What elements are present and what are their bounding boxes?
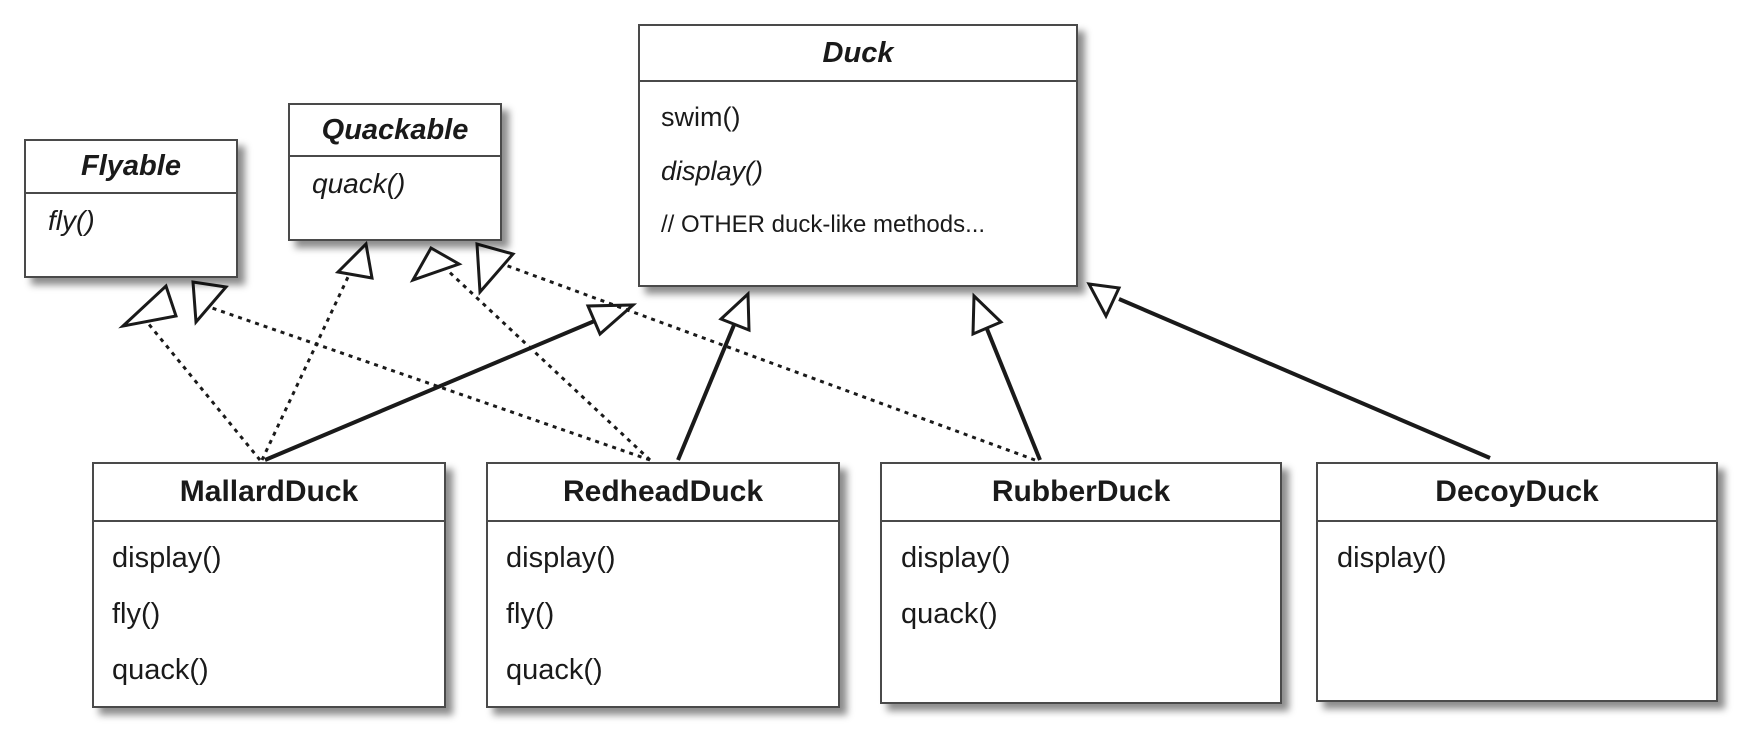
decoy-duck-class-box: DecoyDuck display() xyxy=(1316,462,1718,702)
realization-redhead-to-flyable xyxy=(191,280,651,462)
inheritance-rubber-to-duck xyxy=(971,292,1042,461)
inheritance-decoy-to-duck xyxy=(1086,282,1491,460)
redhead-duck-class-name: RedheadDuck xyxy=(488,464,838,522)
redhead-duck-methods: display() fly() quack() xyxy=(488,522,838,698)
rubber-duck-class-name: RubberDuck xyxy=(882,464,1280,522)
method-fly: fly() xyxy=(48,205,95,236)
method-display: display() xyxy=(661,156,764,186)
method-swim: swim() xyxy=(661,102,741,132)
flyable-methods: fly() xyxy=(26,194,236,244)
decoy-duck-methods: display() xyxy=(1318,522,1716,586)
realization-mallard-to-quackable xyxy=(260,240,374,461)
method-fly: fly() xyxy=(506,598,555,630)
mallard-duck-class-box: MallardDuck display() fly() quack() xyxy=(92,462,446,708)
quackable-methods: quack() xyxy=(290,157,500,207)
rubber-duck-class-box: RubberDuck display() quack() xyxy=(880,462,1282,704)
mallard-duck-class-name: MallardDuck xyxy=(94,464,444,522)
realization-redhead-to-quackable xyxy=(409,245,652,462)
decoy-duck-class-name: DecoyDuck xyxy=(1318,464,1716,522)
method-quack: quack() xyxy=(506,654,603,686)
duck-class-box: Duck swim() display() // OTHER duck-like… xyxy=(638,24,1078,287)
mallard-duck-methods: display() fly() quack() xyxy=(94,522,444,698)
method-fly: fly() xyxy=(112,598,161,630)
method-quack: quack() xyxy=(901,598,998,630)
inheritance-redhead-to-duck xyxy=(676,290,751,461)
method-display: display() xyxy=(506,542,616,574)
realization-mallard-to-flyable xyxy=(118,283,262,461)
inheritance-mallard-to-duck xyxy=(264,303,638,462)
method-display: display() xyxy=(901,542,1011,574)
duck-methods: swim() display() // OTHER duck-like meth… xyxy=(640,82,1076,252)
method-display: display() xyxy=(1337,542,1447,574)
method-quack: quack() xyxy=(312,168,406,199)
comment-other-methods: // OTHER duck-like methods... xyxy=(661,211,986,238)
rubber-duck-methods: display() quack() xyxy=(882,522,1280,642)
realization-rubber-to-quackable xyxy=(475,241,1036,462)
quackable-class-name: Quackable xyxy=(290,105,500,157)
flyable-class-name: Flyable xyxy=(26,141,236,194)
flyable-class-box: Flyable fly() xyxy=(24,139,238,278)
quackable-class-box: Quackable quack() xyxy=(288,103,502,241)
method-display: display() xyxy=(112,542,222,574)
duck-class-name: Duck xyxy=(640,26,1076,82)
method-quack: quack() xyxy=(112,654,209,686)
redhead-duck-class-box: RedheadDuck display() fly() quack() xyxy=(486,462,840,708)
